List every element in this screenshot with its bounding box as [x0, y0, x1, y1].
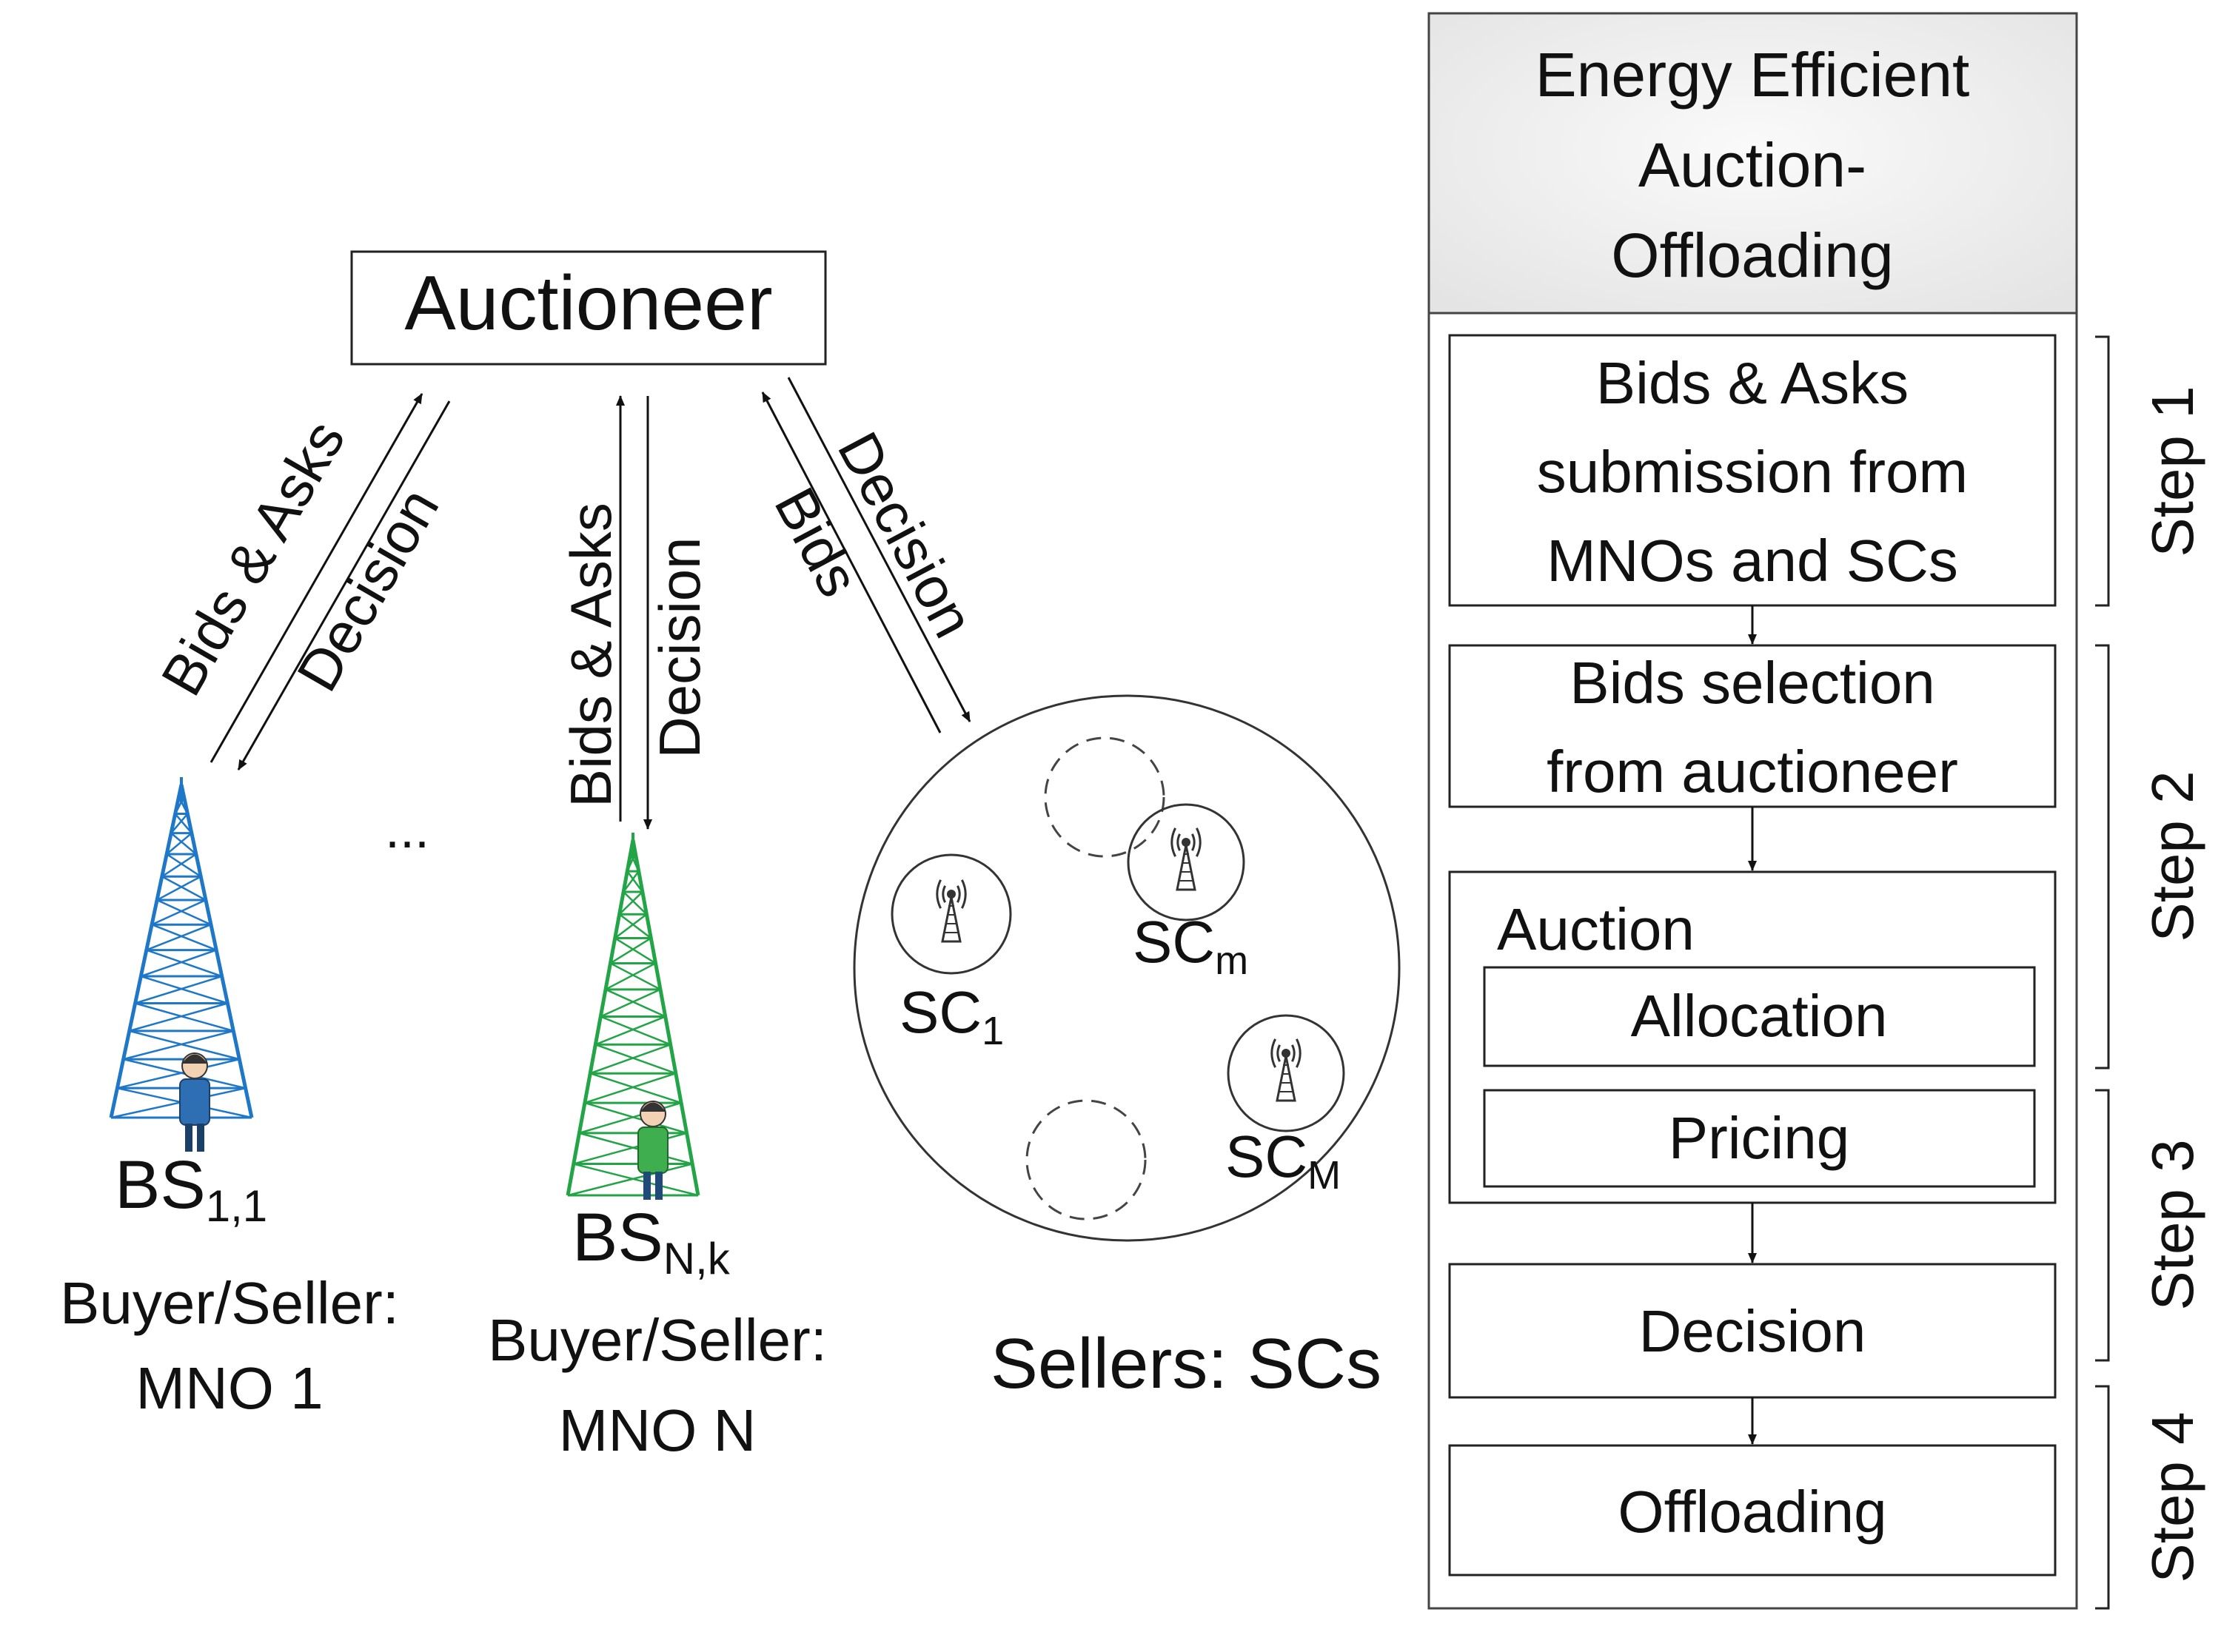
antenna-icon — [936, 879, 967, 943]
ellipsis: ... — [385, 800, 429, 859]
scm-label: SCm — [1133, 909, 1248, 983]
flow-box-decision — [1448, 1263, 2057, 1399]
flow-header — [1427, 12, 2078, 315]
bs1-role: Buyer/Seller: — [60, 1270, 399, 1336]
sellers-label: Sellers: SCs — [991, 1324, 1381, 1403]
auction-title: Auction — [1497, 896, 1695, 962]
left-decision-arrow — [237, 400, 451, 770]
step3-bracket — [2095, 1089, 2110, 1362]
box1-line-3: MNOs and SCs — [1547, 528, 1958, 594]
flow-title-line-2: Auction- — [1638, 130, 1866, 200]
step-1-label: Step 1 — [2140, 386, 2205, 557]
flow-panel: Energy Efficient Auction- Offloading Bid… — [1427, 12, 2078, 1610]
middle-link: Bids & Asks Decision — [558, 395, 712, 830]
decision-label: Decision — [1639, 1298, 1866, 1364]
scM-cell — [1227, 1014, 1345, 1132]
step-4-label: Step 4 — [2140, 1411, 2205, 1582]
person-icon-bs1 — [179, 1052, 210, 1152]
pricing-box — [1483, 1089, 2036, 1188]
person-icon-bsn — [637, 1101, 669, 1200]
bsn-label-group: BSN,k Buyer/Seller: MNO N — [488, 1200, 827, 1463]
flow-box-offloading — [1448, 1444, 2057, 1577]
empty-cell-top — [1044, 736, 1165, 858]
step1-bracket — [2095, 335, 2110, 607]
step4-bracket — [2095, 1385, 2110, 1610]
scm-subscript: m — [1215, 939, 1248, 983]
bsn-role: Buyer/Seller: — [488, 1307, 827, 1373]
pricing-label: Pricing — [1669, 1105, 1850, 1171]
flow-title-line-3: Offloading — [1611, 221, 1893, 290]
flow-title-line-1: Energy Efficient — [1535, 40, 1970, 110]
antenna-icon — [1270, 1038, 1302, 1102]
mid-bids-label: Bids & Asks — [558, 503, 623, 807]
sellers-circle — [853, 694, 1401, 1242]
bsn-subscript: N,k — [663, 1234, 731, 1283]
sellers-area: SC1 SCm SCM Sellers: SCs — [853, 694, 1401, 1403]
step-2-label: Step 2 — [2140, 770, 2205, 941]
step-brackets: Step 1 Step 2 Step 3 Step 4 — [2095, 335, 2205, 1610]
sc1-cell — [891, 853, 1012, 975]
step2-bracket — [2095, 644, 2110, 1070]
empty-cell-bottom — [1025, 1099, 1147, 1220]
allocation-box — [1483, 966, 2036, 1067]
bsn-base: BS — [572, 1200, 663, 1275]
bs1-label-group: BS1,1 Buyer/Seller: MNO 1 — [60, 1147, 399, 1421]
auctioneer-node: Auctioneer — [350, 250, 827, 366]
allocation-label: Allocation — [1631, 983, 1888, 1049]
flow-box-submission — [1448, 334, 2057, 607]
left-bids-arrow — [210, 393, 423, 763]
green-tower-icon — [566, 833, 700, 1197]
sc1-label: SC1 — [900, 979, 1004, 1053]
bs1-subscript: 1,1 — [206, 1181, 267, 1231]
box1-line-1: Bids & Asks — [1596, 350, 1909, 416]
blue-tower-icon — [109, 777, 254, 1119]
bs1-mno: MNO 1 — [135, 1355, 323, 1421]
step-3-label: Step 3 — [2140, 1139, 2205, 1310]
box2-line-2: from auctioneer — [1547, 739, 1958, 805]
right-link: Bids Decision — [761, 377, 987, 733]
scM-label: SCM — [1225, 1124, 1341, 1198]
bsn-mno: MNO N — [559, 1397, 757, 1463]
auctioneer-label: Auctioneer — [404, 261, 772, 346]
scm-base: SC — [1133, 909, 1215, 975]
box2-line-1: Bids selection — [1570, 650, 1935, 716]
bs1-label: BS1,1 — [115, 1147, 267, 1231]
offloading-label: Offloading — [1618, 1479, 1886, 1545]
box1-line-2: submission from — [1537, 439, 1968, 505]
mid-decision-label: Decision — [647, 537, 712, 758]
right-bids-arrow — [761, 392, 942, 733]
right-decision-arrow — [787, 377, 971, 722]
sc1-base: SC — [900, 979, 982, 1045]
antenna-icon — [1170, 827, 1202, 891]
scm-cell — [1127, 803, 1245, 921]
bsn-label: BSN,k — [572, 1200, 731, 1283]
scM-base: SC — [1225, 1124, 1307, 1189]
sc1-subscript: 1 — [982, 1009, 1004, 1053]
bs1-base: BS — [115, 1147, 206, 1223]
left-link: Bids & Asks Decision — [149, 393, 452, 770]
scM-subscript: M — [1307, 1153, 1341, 1198]
